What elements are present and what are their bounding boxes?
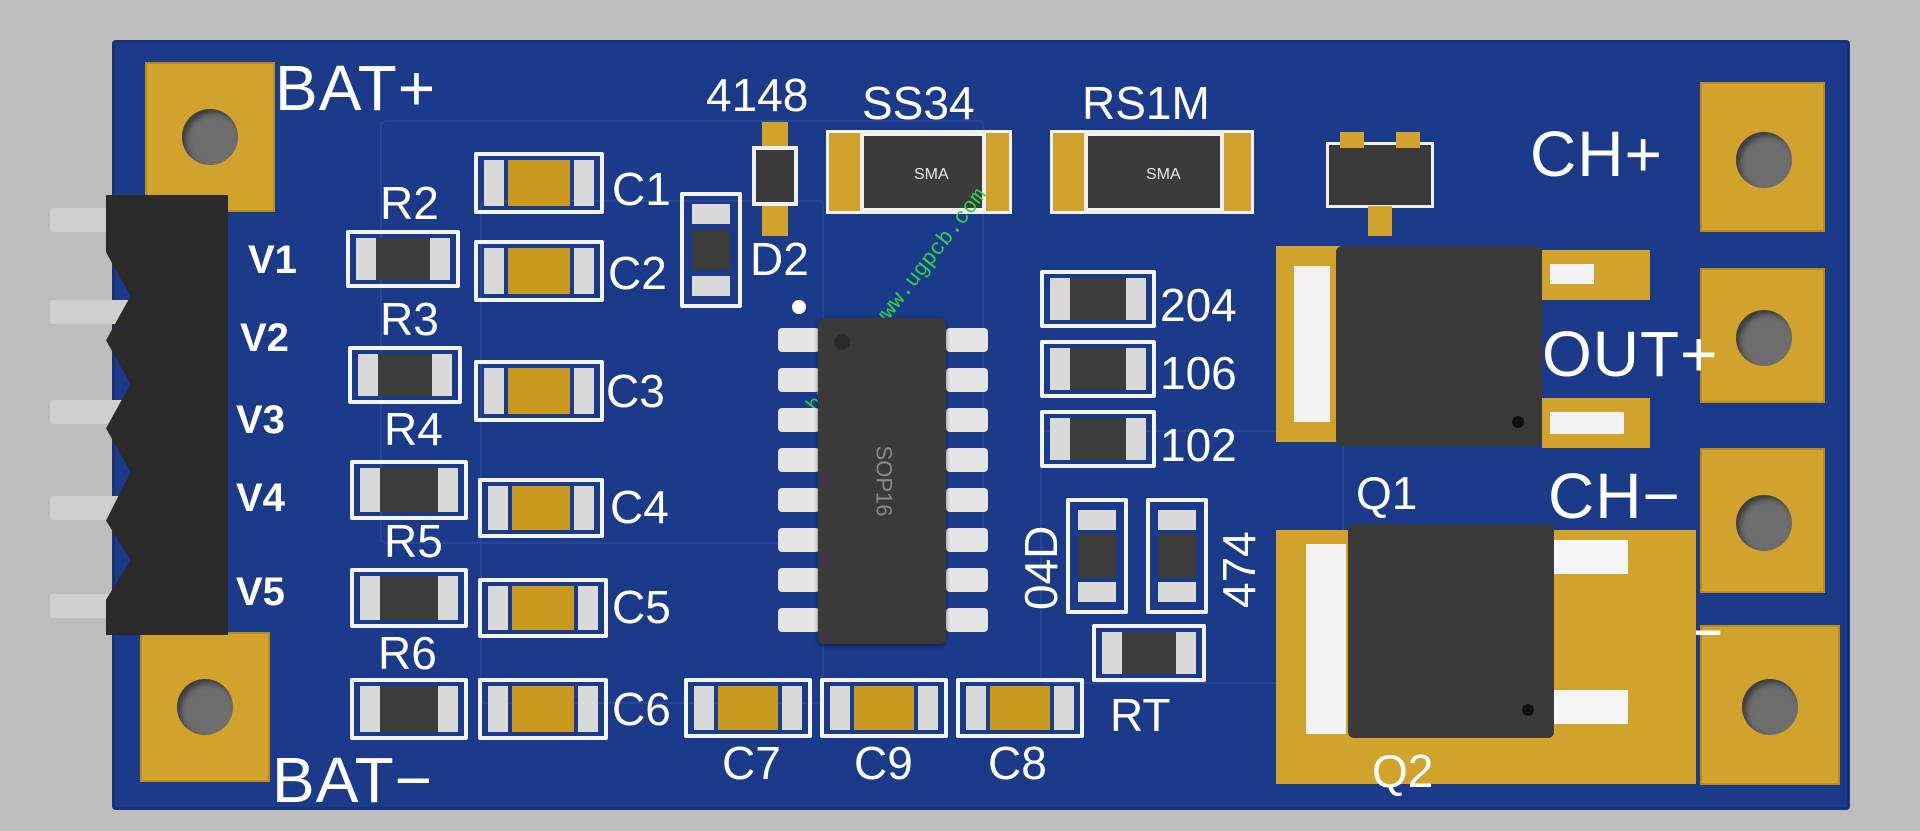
- ic-pin: [778, 448, 820, 472]
- v5-label: V5: [236, 570, 285, 614]
- ic-pin: [946, 528, 988, 552]
- resistor-r6: [350, 678, 468, 740]
- resistor-r2: [346, 230, 460, 288]
- c7-label: C7: [722, 737, 781, 789]
- capacitor-c9: [820, 678, 948, 738]
- out-minus-pad: [1700, 625, 1840, 785]
- capacitor-c5: [478, 578, 608, 638]
- c6-label: C6: [612, 683, 671, 735]
- d2-label: D2: [750, 233, 809, 285]
- 204-label: 204: [1160, 279, 1237, 331]
- 4148-label: 4148: [706, 69, 809, 121]
- c9-label: C9: [854, 737, 913, 789]
- c8-label: C8: [988, 737, 1047, 789]
- ch-plus-label: CH+: [1530, 118, 1663, 190]
- mosfet-q1: [1336, 246, 1542, 446]
- resistor-r5: [350, 568, 468, 628]
- sot23-pin: [1368, 206, 1392, 236]
- ss34-package-text: SMA: [914, 166, 949, 183]
- r4-label: R4: [384, 403, 443, 455]
- ic-pin: [778, 488, 820, 512]
- ic-pin: [778, 328, 820, 352]
- resistor-rt: [1092, 624, 1206, 682]
- ic-pin: [778, 528, 820, 552]
- r6-label: R6: [378, 627, 437, 679]
- resistor-204: [1040, 270, 1156, 328]
- sot23-pin: [1340, 132, 1364, 148]
- ic-pin: [778, 568, 820, 592]
- ic-pin: [946, 568, 988, 592]
- ic-pin: [946, 368, 988, 392]
- ch-plus-pad: [1700, 82, 1825, 232]
- resistor-r4: [350, 460, 468, 520]
- ch-minus-pad: [1700, 448, 1825, 593]
- c1-label: C1: [612, 163, 671, 215]
- v1-label: V1: [248, 238, 297, 282]
- 102-label: 102: [1160, 419, 1237, 471]
- ch-minus-label: CH−: [1548, 460, 1681, 532]
- ic-pin: [946, 408, 988, 432]
- r3-label: R3: [380, 293, 439, 345]
- diode-d2-package: [680, 192, 742, 308]
- capacitor-c1: [474, 152, 604, 214]
- ic-pin: [778, 408, 820, 432]
- ic-pin: [778, 368, 820, 392]
- c2-label: C2: [608, 247, 667, 299]
- q2-pin: [1554, 540, 1628, 574]
- r2-label: R2: [380, 177, 439, 229]
- ic-pin: [946, 488, 988, 512]
- ic-pin: [778, 608, 820, 632]
- capacitor-c3: [474, 360, 604, 422]
- capacitor-c7: [684, 678, 812, 738]
- component-04d: [1066, 498, 1128, 614]
- q2-label: Q2: [1372, 745, 1434, 797]
- sot23-pin: [1396, 132, 1420, 148]
- bat-plus-pad: [145, 62, 275, 212]
- resistor-r3: [348, 346, 462, 404]
- resistor-102: [1040, 410, 1156, 468]
- sot23-part: [1326, 142, 1434, 208]
- v2-label: V2: [240, 316, 289, 360]
- q1-pin: [1542, 398, 1650, 448]
- ic-pin: [946, 328, 988, 352]
- v3-label: V3: [236, 398, 285, 442]
- rs1m-label: RS1M: [1082, 77, 1210, 129]
- out-plus-label: OUT+: [1542, 318, 1719, 390]
- 106-label: 106: [1160, 347, 1237, 399]
- component-474: [1146, 498, 1208, 614]
- resistor-106: [1040, 340, 1156, 398]
- c4-label: C4: [610, 481, 669, 533]
- sop16-marking: SOP16: [871, 445, 897, 517]
- 474-label: 474: [1213, 531, 1265, 608]
- ic-pin: [946, 448, 988, 472]
- rs1m-package-text: SMA: [1146, 166, 1181, 183]
- capacitor-c2: [474, 240, 604, 302]
- capacitor-c4: [478, 478, 604, 538]
- c3-label: C3: [606, 365, 665, 417]
- bat-minus-label: BAT−: [272, 744, 434, 816]
- ic-pin: [946, 608, 988, 632]
- q1-label: Q1: [1356, 467, 1418, 519]
- rt-label: RT: [1110, 689, 1171, 741]
- out-plus-pad: [1700, 268, 1825, 403]
- capacitor-c6: [478, 678, 608, 740]
- r5-label: R5: [384, 515, 443, 567]
- mosfet-q2: [1348, 524, 1554, 738]
- bat-minus-pad: [140, 632, 270, 782]
- q1-pin: [1542, 250, 1650, 300]
- diode-rs1m: SMA: [1084, 132, 1224, 212]
- 04d-label: 04D: [1015, 525, 1067, 610]
- pin1-marker: [792, 300, 806, 314]
- diode-ss34: SMA: [860, 132, 986, 212]
- capacitor-c8: [956, 678, 1084, 738]
- ic-sop16: SOP16: [818, 318, 946, 644]
- q2-pin: [1554, 690, 1628, 724]
- bat-plus-label: BAT+: [275, 52, 437, 124]
- v4-label: V4: [236, 476, 285, 520]
- c5-label: C5: [612, 581, 671, 633]
- ss34-label: SS34: [862, 77, 975, 129]
- diode-4148: [752, 146, 798, 206]
